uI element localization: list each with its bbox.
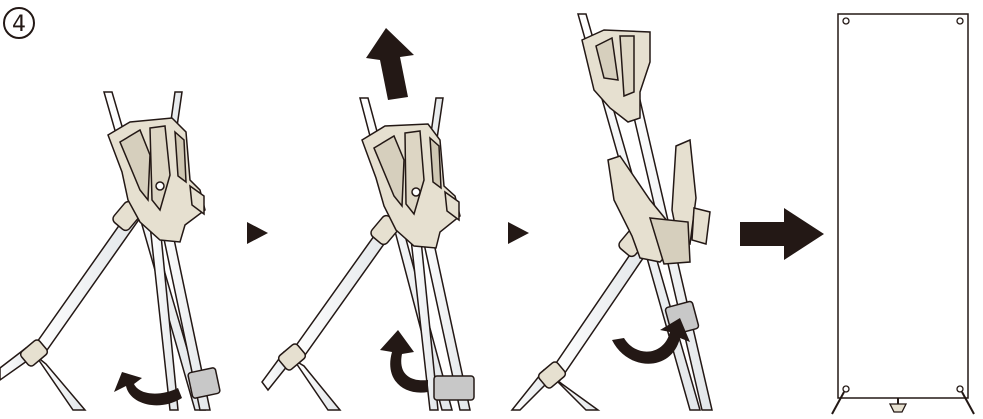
pole [30, 210, 140, 360]
panel-2-hub-lift [262, 28, 474, 410]
panel-4-finished-stand [832, 14, 974, 414]
grommet [843, 18, 849, 24]
grommet [957, 386, 963, 392]
pole [294, 360, 340, 410]
lock-clip [188, 367, 221, 398]
lock-clip [434, 376, 474, 400]
play-triangle-icon [508, 222, 529, 244]
banner-sheet [838, 14, 968, 398]
panel-3-hub-locked [512, 14, 712, 410]
play-triangle-icon [247, 222, 268, 244]
pole [290, 222, 394, 362]
step-number: 4 [12, 12, 26, 37]
arrow-right-icon [740, 208, 824, 260]
pole [36, 356, 85, 410]
panel-1-hub-assembly [0, 92, 220, 410]
step-number-badge: 4 [4, 8, 34, 38]
hub-top [582, 30, 650, 122]
stand-foot [890, 404, 906, 412]
rotate-arrow-icon [380, 330, 428, 393]
arrow-up-icon [366, 28, 414, 100]
grommet [843, 386, 849, 392]
grommet [957, 18, 963, 24]
